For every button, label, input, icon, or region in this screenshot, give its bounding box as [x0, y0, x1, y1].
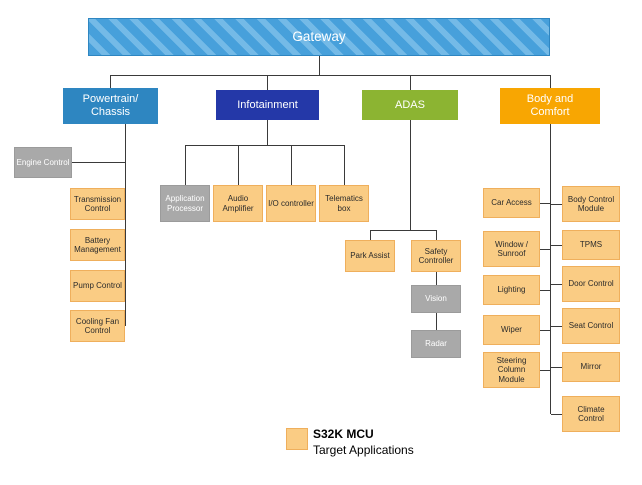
node-audio-amplifier-label: Audio Amplifier [222, 194, 254, 213]
legend-subtitle: Target Applications [313, 443, 414, 457]
node-radar-label: Radar [425, 339, 447, 349]
node-wiper: Wiper [483, 315, 540, 345]
node-gateway-label: Gateway [292, 29, 346, 45]
connector-adas-hline [370, 230, 437, 231]
connector-car-access-stub [540, 203, 550, 204]
node-transmission-control: Transmission Control [70, 188, 125, 220]
node-body-control-module: Body Control Module [562, 186, 620, 222]
connector-engine-control [72, 162, 125, 163]
node-seat-control: Seat Control [562, 308, 620, 344]
connector-safety-controller-stub [436, 230, 437, 240]
node-wiper-label: Wiper [501, 325, 522, 335]
node-battery-management-label: Battery Management [74, 235, 121, 254]
node-engine-control: Engine Control [14, 147, 72, 178]
connector-body-vline [550, 124, 551, 414]
node-steering-column-module: Steering Column Module [483, 352, 540, 388]
node-vision: Vision [411, 285, 461, 313]
node-lighting-label: Lighting [497, 285, 526, 295]
node-safety-controller-label: Safety Controller [418, 246, 454, 265]
node-pump-control-label: Pump Control [73, 281, 122, 291]
connector-park-assist-stub [370, 230, 371, 240]
node-vision-label: Vision [425, 294, 447, 304]
node-lighting: Lighting [483, 275, 540, 305]
connector-infotainment-hline [185, 145, 345, 146]
connector-steering-column-stub [540, 370, 550, 371]
connector-stub-powertrain [110, 75, 111, 88]
node-cooling-fan-control: Cooling Fan Control [70, 310, 125, 342]
node-audio-amplifier: Audio Amplifier [213, 185, 263, 222]
node-climate-control: Climate Control [562, 396, 620, 432]
node-tpms-label: TPMS [579, 240, 603, 250]
node-park-assist-label: Park Assist [350, 251, 390, 261]
node-door-control: Door Control [562, 266, 620, 302]
connector-body-control-module-stub [551, 204, 562, 205]
node-mirror-label: Mirror [580, 362, 602, 372]
connector-io-controller-stub [291, 145, 292, 185]
node-application-processor: Application Processor [160, 185, 210, 222]
legend-swatch-orange [286, 428, 308, 450]
node-climate-control-label: Climate Control [577, 404, 605, 423]
node-park-assist: Park Assist [345, 240, 395, 272]
connector-gateway-stem [319, 56, 320, 75]
connector-stub-adas [410, 75, 411, 90]
branch-body-comfort: Body and Comfort [500, 88, 600, 124]
node-safety-controller: Safety Controller [411, 240, 461, 272]
connector-lighting-stub [540, 290, 550, 291]
node-application-processor-label: Application Processor [165, 194, 205, 213]
node-telematics-box-label: Telematics box [325, 194, 363, 213]
node-telematics-box: Telematics box [319, 185, 369, 222]
connector-audio-amplifier-stub [238, 145, 239, 185]
node-window-sunroof-label: Window / Sunroof [495, 239, 528, 258]
connector-adas-stem [410, 120, 411, 230]
connector-climate-control-stub [551, 414, 562, 415]
node-engine-control-label: Engine Control [16, 157, 70, 167]
connector-window-sunroof-stub [540, 249, 550, 250]
branch-infotainment-label: Infotainment [237, 98, 298, 111]
connector-mirror-stub [551, 367, 562, 368]
branch-powertrain-chassis: Powertrain/ Chassis [63, 88, 158, 124]
node-window-sunroof: Window / Sunroof [483, 231, 540, 267]
node-battery-management: Battery Management [70, 229, 125, 261]
connector-vision-stub [436, 272, 437, 285]
branch-adas-label: ADAS [395, 98, 425, 111]
legend: S32K MCU Target Applications [313, 426, 414, 458]
node-steering-column-module-label: Steering Column Module [496, 356, 527, 384]
node-door-control-label: Door Control [568, 279, 614, 289]
node-io-controller: I/O controller [266, 185, 316, 222]
connector-main-horizontal [110, 75, 551, 76]
node-body-control-module-label: Body Control Module [567, 194, 615, 213]
node-cooling-fan-control-label: Cooling Fan Control [75, 316, 120, 335]
connector-door-control-stub [551, 284, 562, 285]
connector-infotainment-stem [267, 120, 268, 145]
branch-infotainment: Infotainment [216, 90, 319, 120]
node-io-controller-label: I/O controller [268, 198, 314, 208]
node-seat-control-label: Seat Control [568, 321, 614, 331]
branch-adas: ADAS [362, 90, 458, 120]
connector-stub-body [550, 75, 551, 88]
connector-stub-infotainment [267, 75, 268, 90]
node-pump-control: Pump Control [70, 270, 125, 302]
node-car-access-label: Car Access [491, 198, 532, 208]
connector-wiper-stub [540, 330, 550, 331]
node-transmission-control-label: Transmission Control [73, 194, 122, 213]
branch-powertrain-label: Powertrain/ Chassis [82, 93, 139, 118]
node-car-access: Car Access [483, 188, 540, 218]
connector-powertrain-vline [125, 124, 126, 326]
node-gateway: Gateway [88, 18, 550, 56]
branch-body-label: Body and Comfort [526, 93, 574, 118]
node-radar: Radar [411, 330, 461, 358]
connector-radar-stub [436, 313, 437, 330]
connector-tpms-stub [551, 245, 562, 246]
node-mirror: Mirror [562, 352, 620, 382]
connector-app-processor-stub [185, 145, 186, 185]
connector-telematics-stub [344, 145, 345, 185]
connector-seat-control-stub [551, 326, 562, 327]
legend-title: S32K MCU [313, 427, 374, 441]
node-tpms: TPMS [562, 230, 620, 260]
